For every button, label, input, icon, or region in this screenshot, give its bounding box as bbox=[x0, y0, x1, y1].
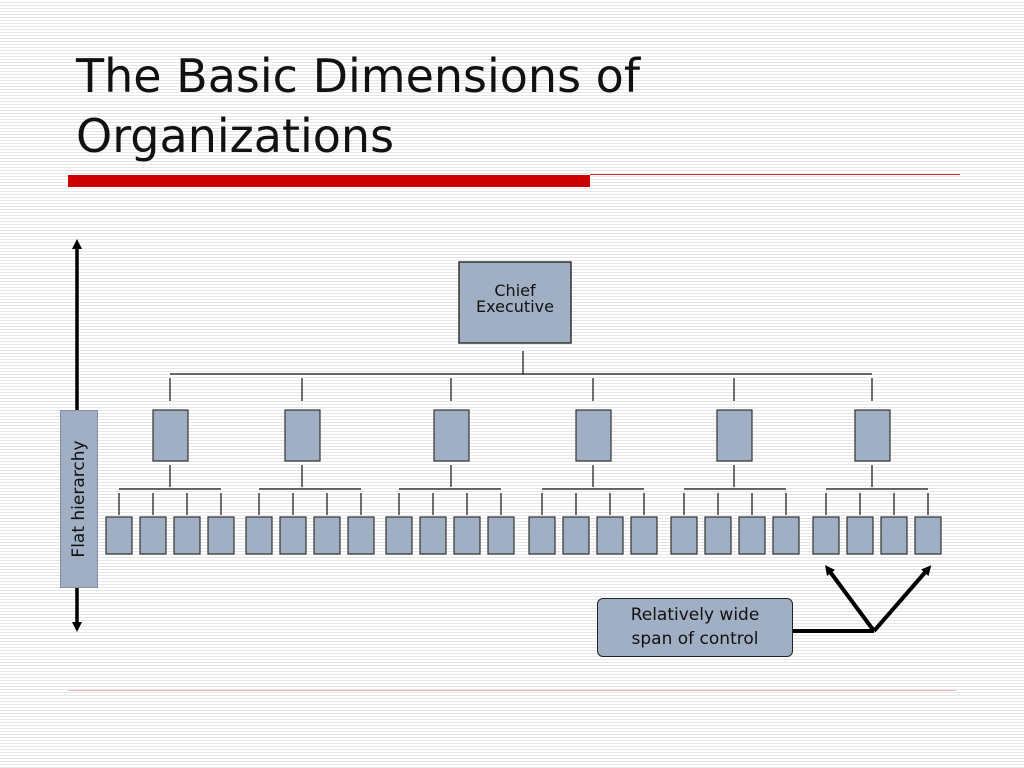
slide-title: The Basic Dimensions of Organizations bbox=[76, 46, 976, 166]
subordinate-box bbox=[528, 516, 556, 555]
callout-line-1: Relatively wide bbox=[630, 605, 760, 625]
subordinate-box bbox=[385, 516, 413, 555]
manager-box bbox=[854, 409, 891, 462]
manager-box bbox=[575, 409, 612, 462]
subordinate-box bbox=[419, 516, 447, 555]
manager-box bbox=[716, 409, 753, 462]
subordinate-box bbox=[670, 516, 698, 555]
subordinate-box bbox=[139, 516, 167, 555]
title-line-2: Organizations bbox=[76, 109, 395, 163]
footer-divider bbox=[68, 690, 956, 691]
subordinate-box bbox=[846, 516, 874, 555]
title-underline bbox=[590, 174, 960, 175]
title-accent-bar bbox=[68, 175, 590, 187]
chief-label-line-1: Chief bbox=[494, 281, 536, 300]
chief-executive-box bbox=[458, 261, 572, 344]
manager-box bbox=[433, 409, 470, 462]
subordinate-box bbox=[279, 516, 307, 555]
title-line-1: The Basic Dimensions of bbox=[76, 49, 641, 103]
org-boxes bbox=[105, 261, 942, 555]
subordinate-box bbox=[880, 516, 908, 555]
chief-executive-label: Chief Executive bbox=[460, 283, 570, 315]
subordinate-box bbox=[173, 516, 201, 555]
subordinate-box bbox=[562, 516, 590, 555]
flat-hierarchy-text: Flat hierarchy bbox=[69, 440, 89, 558]
subordinate-box bbox=[347, 516, 375, 555]
manager-box bbox=[152, 409, 189, 462]
span-of-control-callout: Relatively wide span of control bbox=[597, 598, 793, 657]
subordinate-box bbox=[313, 516, 341, 555]
subordinate-box bbox=[812, 516, 840, 555]
subordinate-box bbox=[772, 516, 800, 555]
subordinate-box bbox=[596, 516, 624, 555]
subordinate-box bbox=[738, 516, 766, 555]
subordinate-box bbox=[704, 516, 732, 555]
flat-hierarchy-label: Flat hierarchy bbox=[60, 410, 98, 588]
subordinate-box bbox=[105, 516, 133, 555]
span-arrow-right bbox=[872, 565, 932, 633]
connector-lines bbox=[118, 351, 929, 515]
callout-line-2: span of control bbox=[631, 629, 759, 649]
chief-label-line-2: Executive bbox=[476, 297, 554, 316]
subordinate-box bbox=[453, 516, 481, 555]
subordinate-box bbox=[487, 516, 515, 555]
span-arrow-left bbox=[825, 564, 876, 633]
subordinate-box bbox=[630, 516, 658, 555]
subordinate-box bbox=[207, 516, 235, 555]
subordinate-box bbox=[245, 516, 273, 555]
subordinate-box bbox=[914, 516, 942, 555]
manager-box bbox=[284, 409, 321, 462]
